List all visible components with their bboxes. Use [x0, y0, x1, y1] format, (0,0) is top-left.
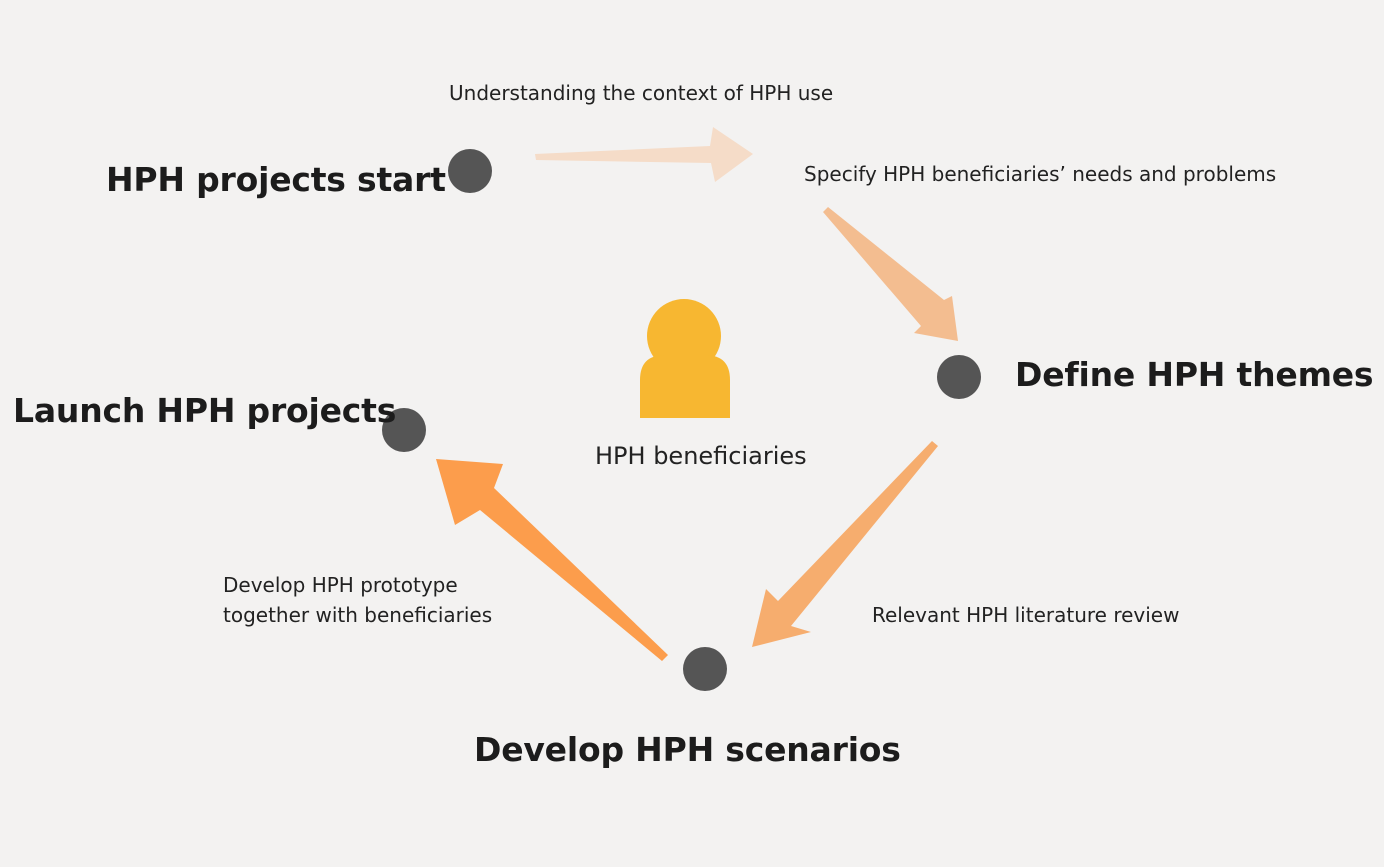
stage-define-themes: Define HPH themes — [1015, 355, 1374, 394]
note-literature-review: Relevant HPH literature review — [872, 603, 1180, 627]
arrow-scenarios-to-launch — [436, 459, 668, 661]
stage-develop-scenarios: Develop HPH scenarios — [474, 730, 901, 769]
arrow-define-to-scenarios — [752, 441, 938, 647]
node-start — [448, 149, 492, 193]
note-prototype: Develop HPH prototype together with bene… — [223, 570, 492, 630]
node-define — [937, 355, 981, 399]
note-context: Understanding the context of HPH use — [449, 81, 834, 105]
note-prototype-line1: Develop HPH prototype — [223, 573, 458, 597]
beneficiaries-label: HPH beneficiaries — [595, 442, 807, 470]
arrow-start-to-specify — [535, 127, 753, 182]
note-specify-needs: Specify HPH beneficiaries’ needs and pro… — [804, 162, 1277, 186]
node-launch — [382, 408, 426, 452]
node-scenarios — [683, 647, 727, 691]
stage-projects-start: HPH projects start — [106, 160, 446, 199]
note-prototype-line2: together with beneficiaries — [223, 603, 493, 627]
arrow-specify-to-define — [823, 207, 958, 341]
stage-launch-projects: Launch HPH projects — [13, 391, 397, 430]
person-icon — [640, 299, 730, 418]
